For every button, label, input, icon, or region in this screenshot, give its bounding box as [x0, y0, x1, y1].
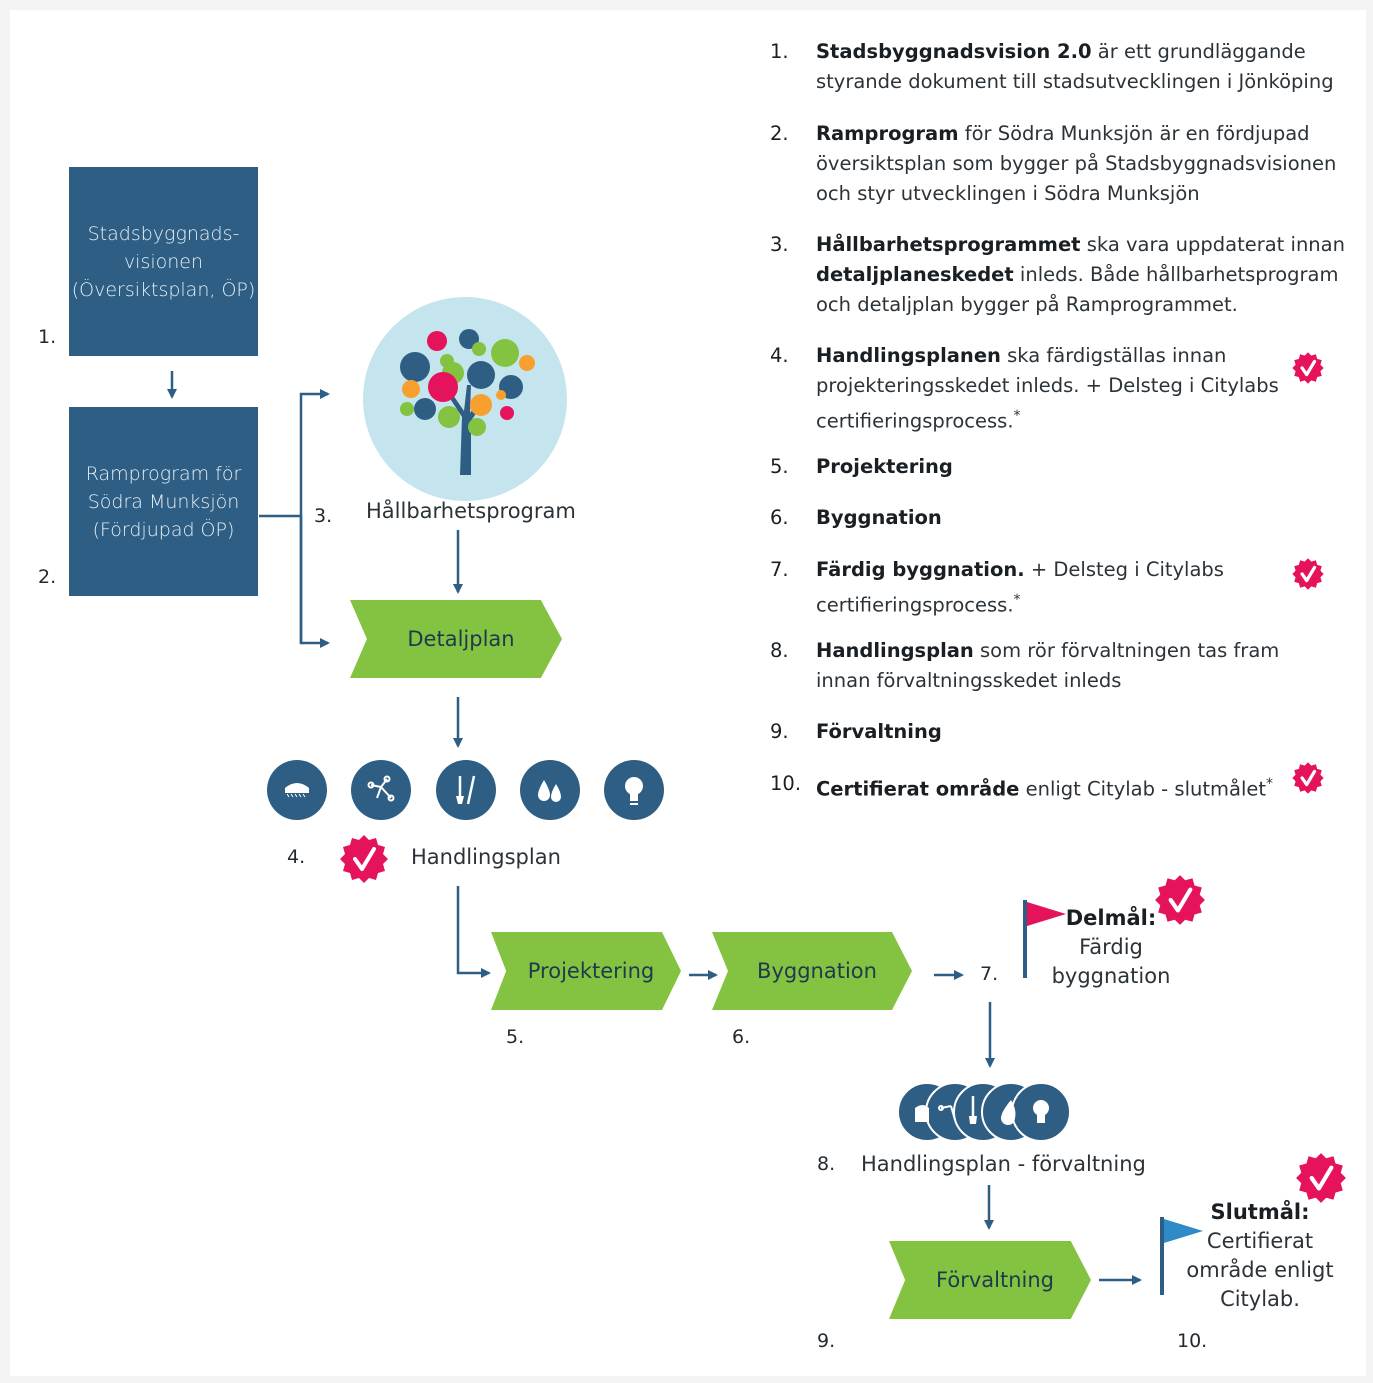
list-number: 2.	[770, 122, 789, 145]
step-number: 4.	[287, 846, 306, 868]
step-number: 2.	[38, 566, 57, 588]
list-bold: Handlingsplanen	[816, 344, 1001, 367]
slutmal-line: Certifierat	[1206, 1229, 1314, 1253]
step-number: 5.	[506, 1026, 525, 1048]
step-number: 8.	[817, 1153, 836, 1175]
list-number: 10.	[770, 772, 802, 795]
delmal-goal: Delmål: Färdig byggnation	[1046, 904, 1176, 991]
list-text: för Södra Munksjön är en fördjupad övers…	[816, 122, 1337, 205]
list-text: ska färdigställas innan projekteringsske…	[816, 344, 1279, 433]
slutmal-goal: Slutmål: Certifierat område enligt Cityl…	[1180, 1198, 1340, 1314]
delmal-title: Delmål:	[1065, 906, 1157, 930]
list-bold: Certifierat område	[816, 777, 1020, 801]
check-badge-icon	[338, 833, 390, 885]
check-badge-icon	[1153, 873, 1207, 927]
detaljplan-label: Detaljplan	[407, 627, 515, 651]
drops-icon	[520, 760, 580, 820]
list-bold: Färdig byggnation.	[816, 558, 1025, 581]
list-number: 1.	[770, 40, 789, 63]
slutmal-line: område enligt	[1186, 1258, 1334, 1282]
delmal-line: Färdig	[1079, 935, 1143, 959]
bulb-icon	[604, 760, 664, 820]
list-bold: Projektering	[816, 455, 953, 478]
ramprogram-box-line: Ramprogram för	[85, 462, 242, 485]
step-number: 6.	[732, 1026, 751, 1048]
step-number: 7.	[980, 963, 999, 985]
step-number: 1.	[38, 326, 57, 348]
handlingsplan-label: Handlingsplan	[411, 845, 561, 869]
list-bold: Ramprogram	[816, 122, 959, 145]
byggnation-label: Byggnation	[757, 959, 877, 983]
check-badge-icon	[1291, 351, 1325, 385]
check-badge-icon	[1294, 1151, 1348, 1205]
list-number: 9.	[770, 720, 789, 743]
list-number: 6.	[770, 506, 789, 529]
list-number: 3.	[770, 233, 789, 256]
list-text: inleds. Både hållbarhetsprogram och deta…	[816, 263, 1339, 316]
vision-box: Stadsbyggnads- visionen (Översiktsplan, …	[69, 167, 258, 356]
asterisk: *	[1013, 408, 1021, 424]
projektering-step: Projektering	[491, 932, 681, 1010]
asterisk: *	[1266, 776, 1274, 792]
step-number: 3.	[314, 505, 333, 527]
list-text: ska vara uppdaterat innan	[1080, 233, 1345, 256]
list-text: som rör förvaltningen tas fram innan för…	[816, 639, 1280, 692]
list-text: + Delsteg i Citylabs certifieringsproces…	[816, 558, 1224, 617]
check-badge-icon	[1291, 557, 1325, 591]
forvaltning-label: Förvaltning	[936, 1268, 1054, 1292]
list-number: 7.	[770, 558, 789, 581]
handlingsplan-forvaltning-icons	[897, 1082, 1073, 1146]
step-number: 10.	[1177, 1330, 1208, 1352]
detaljplan-step: Detaljplan	[350, 600, 562, 678]
ramprogram-box: Ramprogram för Södra Munksjön (Fördjupad…	[69, 407, 258, 596]
handlingsplan-forvaltning-label: Handlingsplan - förvaltning	[861, 1152, 1146, 1176]
hallbarhetsprogram-label: Hållbarhetsprogram	[366, 499, 576, 523]
list-bold: Stadsbyggnadsvision 2.0	[816, 40, 1092, 63]
vision-box-line: (Översiktsplan, ÖP)	[71, 278, 256, 301]
network-icon	[351, 760, 411, 820]
flag-pink-icon	[1018, 898, 1070, 984]
flag-blue-icon	[1155, 1215, 1207, 1301]
byggnation-step: Byggnation	[712, 932, 912, 1010]
slutmal-title: Slutmål:	[1210, 1200, 1310, 1224]
list-bold: Byggnation	[816, 506, 942, 529]
vision-box-line: visionen	[123, 250, 204, 273]
list-text: är ett grundläggande styrande dokument t…	[816, 40, 1334, 93]
ramprogram-box-line: Södra Munksjön	[87, 490, 240, 513]
list-number: 5.	[770, 455, 789, 478]
ramprogram-box-line: (Fördjupad ÖP)	[92, 518, 235, 541]
asterisk: *	[1013, 592, 1021, 608]
list-number: 4.	[770, 344, 789, 367]
list-bold: detaljplaneskedet	[816, 263, 1014, 286]
sustainability-tree-icon	[363, 297, 567, 501]
vision-box-line: Stadsbyggnads-	[87, 222, 240, 245]
forvaltning-step: Förvaltning	[889, 1241, 1091, 1319]
step-number: 9.	[817, 1330, 836, 1352]
list-text: enligt Citylab - slutmålet	[1019, 777, 1267, 801]
list-bold: Hållbarhetsprogrammet	[816, 233, 1081, 256]
delmal-line: byggnation	[1051, 964, 1171, 988]
check-badge-icon	[1291, 761, 1325, 795]
list-bold: Förvaltning	[816, 720, 942, 743]
slutmal-line: Citylab.	[1220, 1287, 1300, 1311]
list-number: 8.	[770, 639, 789, 662]
warehouse-icon	[267, 760, 327, 820]
list-bold: Handlingsplan	[816, 639, 974, 662]
projektering-label: Projektering	[527, 959, 655, 983]
tools-icon	[436, 760, 496, 820]
